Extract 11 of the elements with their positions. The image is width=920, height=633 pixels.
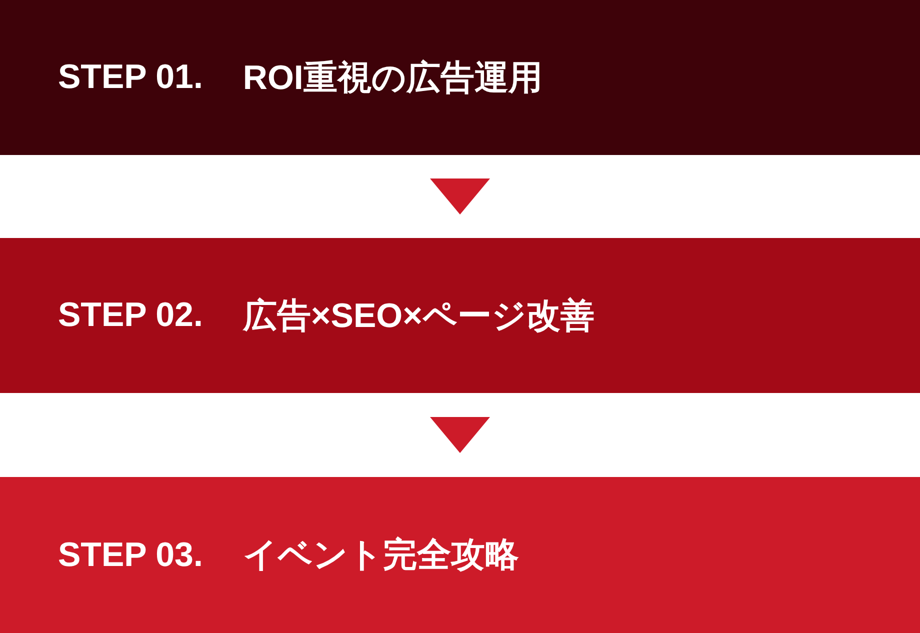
step-number: STEP 02. [58,296,203,335]
arrow [430,417,490,453]
step-band [0,477,920,633]
arrow [430,178,490,214]
step-number: STEP 01. [58,58,203,97]
step-title: ROI重視の広告運用 [242,58,542,98]
step-title: 広告×SEO×ページ改善 [242,296,594,336]
step-band [0,238,920,393]
step-title: イベント完全攻略 [242,535,519,576]
step-number: STEP 03. [58,536,203,574]
step-band [0,0,920,155]
